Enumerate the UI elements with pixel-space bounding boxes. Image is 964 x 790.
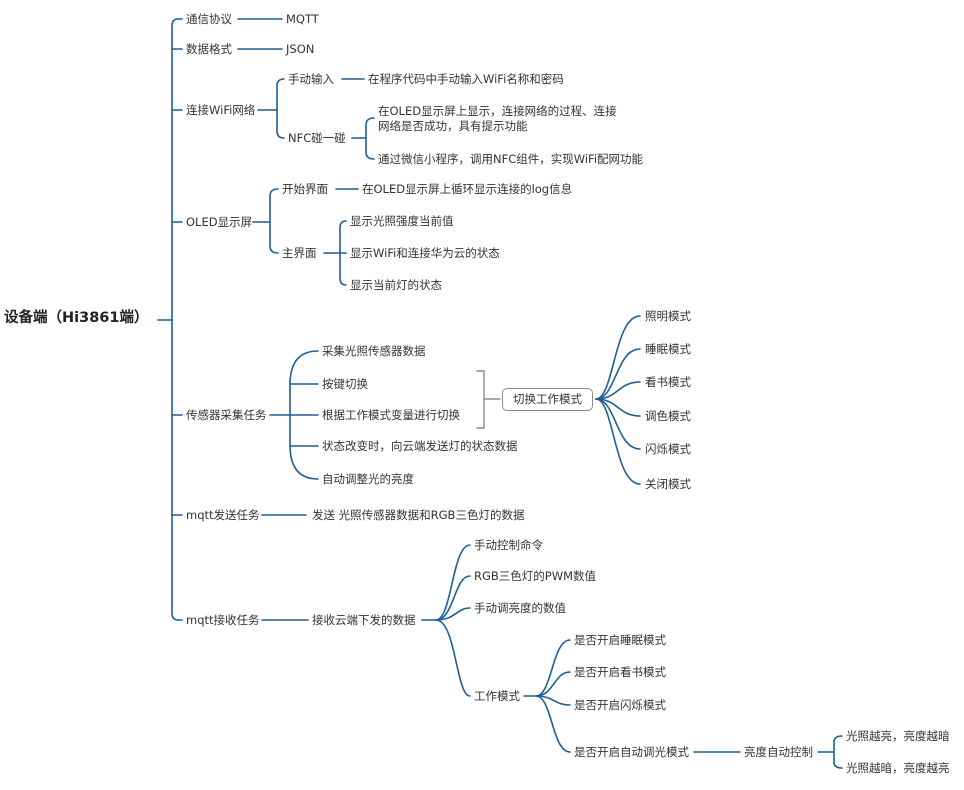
mode-item: 看书模式 (645, 375, 691, 389)
sensor-item: 采集光照传感器数据 (322, 344, 426, 358)
work-mode-item: 是否开启睡眠模式 (574, 633, 666, 647)
oled-start-desc: 在OLED显示屏上循环显示连接的log信息 (362, 182, 573, 196)
wifi-label: 连接WiFi网络 (186, 103, 256, 117)
protocol-value: MQTT (286, 12, 319, 26)
mqtt-recv-item: RGB三色灯的PWM数值 (474, 569, 597, 583)
mqtt-recv-label: mqtt接收任务 (186, 613, 260, 627)
sensor-label: 传感器采集任务 (186, 408, 267, 422)
mode-item: 闪烁模式 (645, 442, 691, 456)
work-mode-item: 是否开启闪烁模式 (574, 698, 666, 712)
switch-mode-box: 切换工作模式 (502, 388, 593, 411)
oled-start-label: 开始界面 (282, 182, 328, 196)
auto-brightness-item: 光照越亮，亮度越暗 (846, 729, 950, 743)
mqtt-send-desc: 发送 光照传感器数据和RGB三色灯的数据 (312, 508, 525, 522)
work-mode-label: 工作模式 (474, 689, 520, 703)
mode-item: 睡眠模式 (645, 342, 691, 356)
auto-brightness-label: 亮度自动控制 (744, 745, 813, 759)
mqtt-recv-item: 手动调亮度的数值 (474, 601, 566, 615)
wifi-manual-label: 手动输入 (288, 72, 334, 86)
mode-item: 调色模式 (645, 409, 691, 423)
work-mode-item: 是否开启看书模式 (574, 665, 666, 679)
root-topic: 设备端（Hi3861端） (4, 310, 149, 326)
oled-main-item: 显示当前灯的状态 (350, 278, 442, 292)
protocol-label: 通信协议 (186, 12, 232, 26)
mode-item: 照明模式 (645, 309, 691, 323)
sensor-item: 自动调整光的亮度 (322, 472, 414, 486)
mode-item: 关闭模式 (645, 477, 691, 491)
work-mode-item: 是否开启自动调光模式 (574, 745, 689, 759)
auto-brightness-item: 光照越暗，亮度越亮 (846, 761, 950, 775)
mqtt-recv-item: 手动控制命令 (474, 538, 543, 552)
wifi-nfc-desc-2: 通过微信小程序，调用NFC组件，实现WiFi配网功能 (378, 152, 644, 166)
sensor-item: 根据工作模式变量进行切换 (322, 408, 460, 422)
mqtt-send-label: mqtt发送任务 (186, 508, 260, 522)
sensor-item: 按键切换 (322, 377, 368, 391)
oled-label: OLED显示屏 (186, 215, 253, 229)
wifi-manual-desc: 在程序代码中手动输入WiFi名称和密码 (368, 72, 564, 86)
format-label: 数据格式 (186, 42, 232, 56)
oled-main-item: 显示光照强度当前值 (350, 214, 454, 228)
wifi-nfc-label: NFC碰一碰 (288, 131, 346, 145)
format-value: JSON (286, 42, 315, 56)
wifi-nfc-desc-1: 在OLED显示屏上显示，连接网络的过程、连接网络是否成功，具有提示功能 (378, 104, 617, 133)
oled-main-item: 显示WiFi和连接华为云的状态 (350, 246, 500, 260)
sensor-item: 状态改变时，向云端发送灯的状态数据 (322, 439, 518, 453)
oled-main-label: 主界面 (282, 246, 317, 260)
mqtt-recv-sub: 接收云端下发的数据 (312, 613, 416, 627)
